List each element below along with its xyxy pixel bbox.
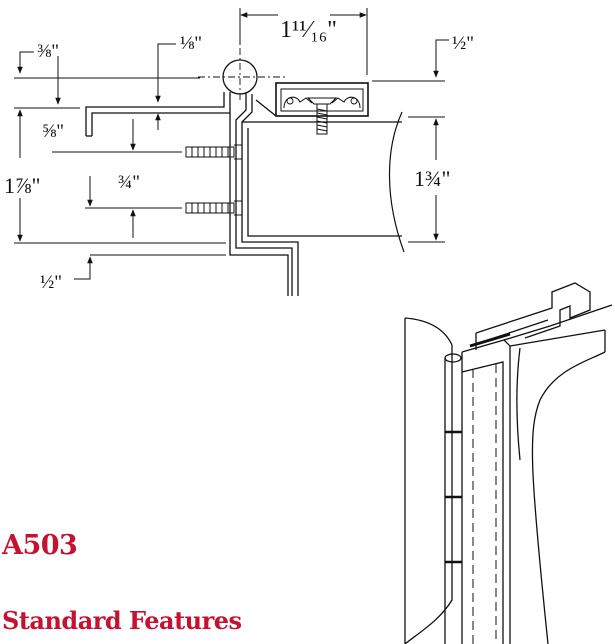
dim-right-top: ½"	[452, 33, 474, 54]
section-title: Standard Features	[2, 606, 242, 635]
hinge-pin-knuckle	[198, 48, 285, 103]
frame-screw-lower	[185, 200, 243, 216]
frame-screw-upper	[185, 144, 243, 160]
frame-leaf	[85, 92, 231, 137]
dim-bottom-left: ½"	[40, 272, 62, 293]
dimension-labels: 1¹¹⁄₁₆" ½" ⅜" ⅛" ⅝" 1⅞" ¾" 1¾" ½"	[4, 17, 474, 293]
hinge-perspective-view	[404, 282, 613, 644]
dim-left-inner: ⅝"	[42, 121, 64, 142]
dim-screw-spacing: ¾"	[118, 172, 140, 193]
door-slab	[509, 329, 606, 644]
dimension-lines	[14, 8, 449, 280]
cap-screw	[316, 103, 328, 135]
door-leaf	[229, 93, 299, 296]
dim-door-thickness: 1¾"	[414, 166, 450, 191]
dim-overall-height: 1⅞"	[4, 173, 40, 198]
dim-top-width: 1¹¹⁄₁₆"	[280, 17, 337, 43]
cap-housing	[255, 82, 369, 117]
dim-center-top: ⅛"	[180, 33, 202, 54]
door-edge	[242, 111, 405, 253]
dim-left-top: ⅜"	[37, 41, 59, 62]
continuous-hinge	[444, 319, 551, 644]
hinge-section-view	[85, 48, 405, 296]
frame-profile	[404, 282, 613, 644]
model-number: A503	[2, 530, 78, 561]
